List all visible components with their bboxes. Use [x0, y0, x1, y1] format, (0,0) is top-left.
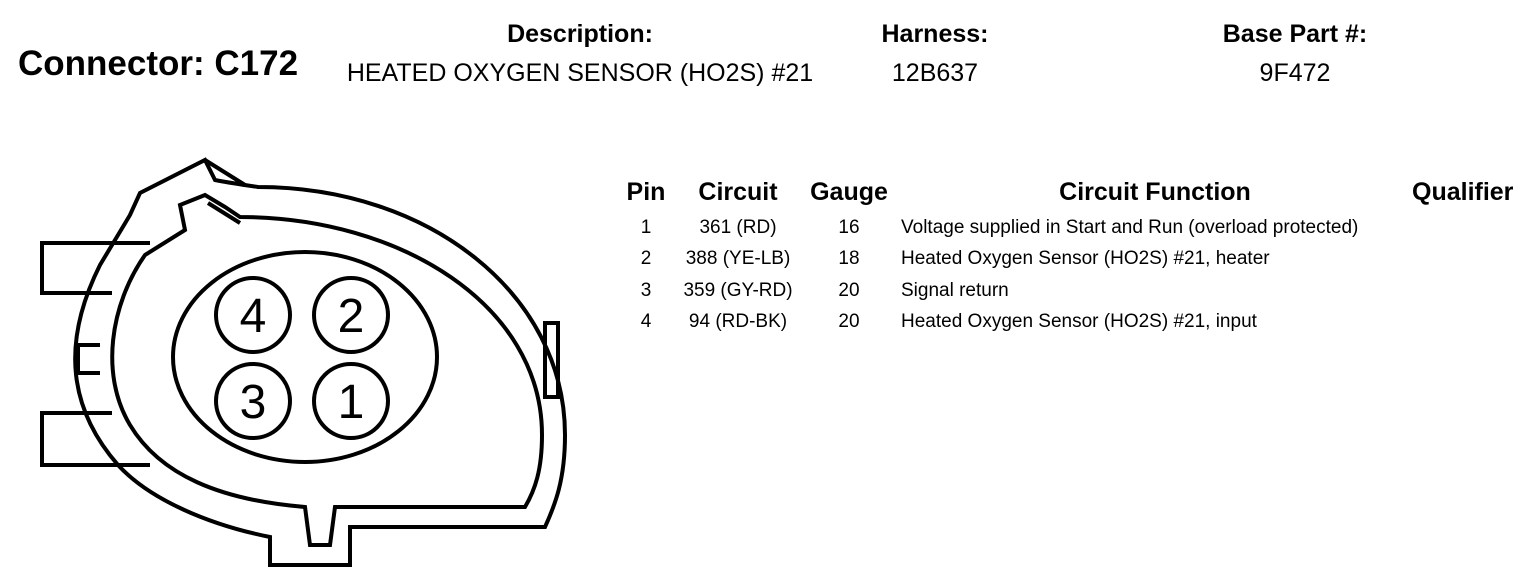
table-row: 1 361 (RD) 16 Voltage supplied in Start … — [0, 217, 1536, 248]
pin-2-label: 2 — [338, 290, 365, 343]
row-gauge: 20 — [838, 280, 860, 301]
description-value: HEATED OXYGEN SENSOR (HO2S) #21 — [346, 59, 814, 87]
connector-face-diagram: 4 2 3 1 — [40, 157, 568, 567]
harness-value: 12B637 — [891, 59, 979, 87]
pin-1-circle — [312, 362, 390, 440]
circuit-column-header: Circuit — [698, 178, 778, 206]
table-row: 4 94 (RD-BK) 20 Heated Oxygen Sensor (HO… — [0, 311, 1536, 342]
circuit-function-column-header: Circuit Function — [1059, 178, 1251, 206]
connector-title: Connector: C172 — [18, 44, 299, 83]
row-pin: 3 — [640, 280, 652, 301]
left-tab-lower — [40, 411, 150, 467]
table-row: 3 359 (GY-RD) 20 Signal return — [0, 280, 1536, 311]
description-label: Description: — [507, 20, 653, 48]
row-pin: 4 — [640, 311, 652, 332]
pin-3-label: 3 — [240, 376, 267, 429]
gauge-column-header: Gauge — [810, 178, 888, 206]
base-part-value: 9F472 — [1259, 59, 1331, 87]
right-key — [543, 321, 560, 399]
row-function: Heated Oxygen Sensor (HO2S) #21, input — [901, 311, 1257, 332]
left-key — [76, 343, 100, 375]
row-function: Voltage supplied in Start and Run (overl… — [901, 217, 1359, 238]
pin-column-header: Pin — [626, 178, 666, 206]
row-gauge: 20 — [838, 311, 860, 332]
row-gauge: 16 — [838, 217, 860, 238]
row-pin: 1 — [640, 217, 652, 238]
connector-inner-outline — [110, 192, 545, 547]
pin-4-circle — [214, 276, 292, 354]
left-tab-upper — [40, 241, 150, 295]
row-pin: 2 — [640, 248, 652, 269]
pin-4-label: 4 — [240, 290, 267, 343]
harness-label: Harness: — [881, 20, 989, 48]
pin-2-circle — [312, 276, 390, 354]
qualifier-column-header: Qualifier — [1412, 178, 1514, 206]
table-row: 2 388 (YE-LB) 18 Heated Oxygen Sensor (H… — [0, 248, 1536, 279]
pin-cavity — [171, 250, 439, 464]
row-gauge: 18 — [838, 248, 860, 269]
row-circuit: 361 (RD) — [699, 217, 777, 238]
connector-housing-outline — [73, 157, 568, 567]
latch-tab — [203, 158, 247, 225]
base-part-label: Base Part #: — [1222, 20, 1368, 48]
row-circuit: 94 (RD-BK) — [688, 311, 788, 332]
pin-3-circle — [214, 362, 292, 440]
row-function: Heated Oxygen Sensor (HO2S) #21, heater — [901, 248, 1270, 269]
pin-1-label: 1 — [338, 376, 365, 429]
row-function: Signal return — [901, 280, 1009, 301]
row-circuit: 359 (GY-RD) — [683, 280, 793, 301]
row-circuit: 388 (YE-LB) — [685, 248, 791, 269]
